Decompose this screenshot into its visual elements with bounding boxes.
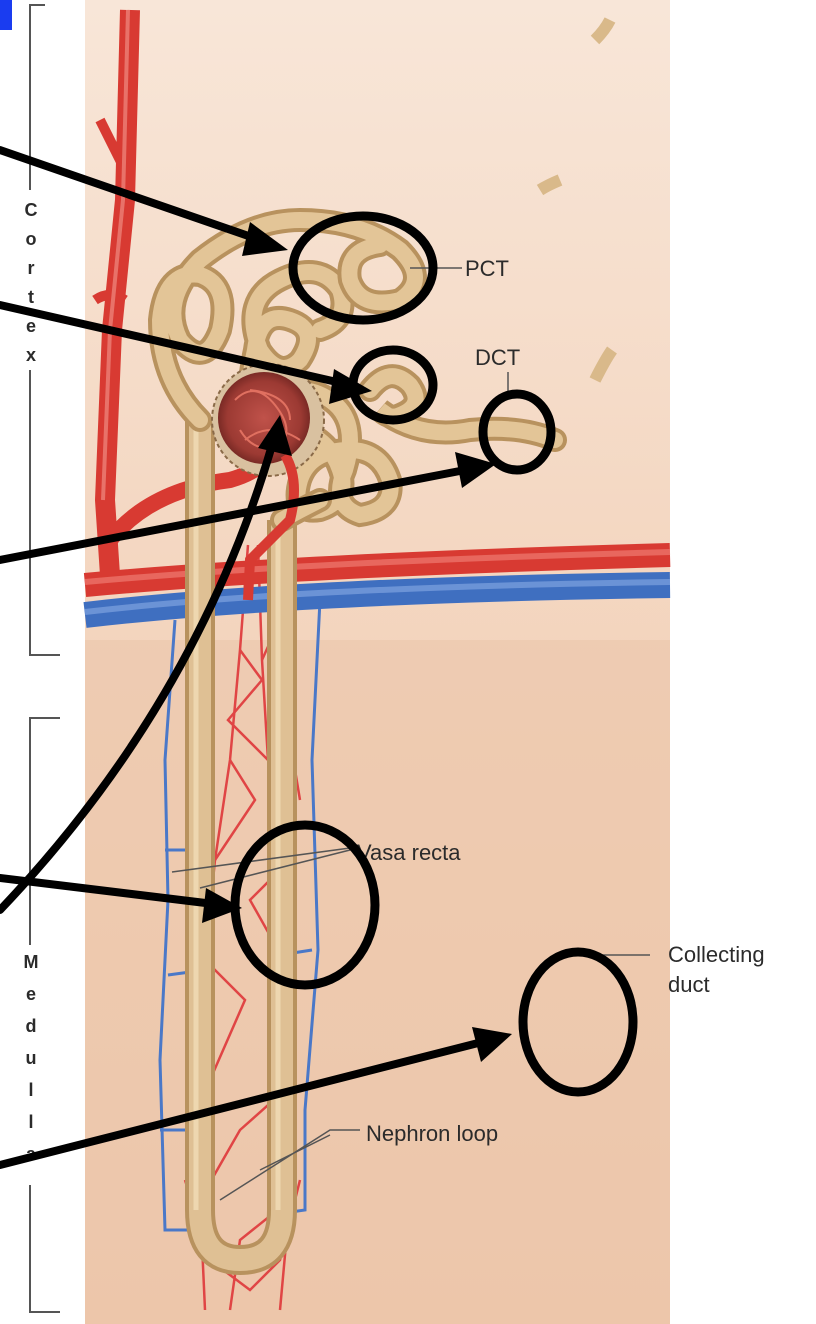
cortex-letter: C xyxy=(25,200,38,220)
medulla-label: M e d u l l a xyxy=(20,945,42,1185)
medulla-letter: d xyxy=(26,1016,37,1036)
pct-label: PCT xyxy=(465,256,509,281)
cortex-letter: x xyxy=(26,345,36,365)
medulla-letter: e xyxy=(26,984,36,1004)
dct-label: DCT xyxy=(475,345,520,370)
glomerulus xyxy=(218,372,310,464)
vasa-recta-label: Vasa recta xyxy=(357,840,461,865)
medulla-letter: M xyxy=(24,952,39,972)
cortex-label: C o r t e x xyxy=(20,190,42,370)
medulla-letter: u xyxy=(26,1048,37,1068)
cortex-letter: o xyxy=(26,229,37,249)
medulla-letter: l xyxy=(28,1080,33,1100)
cortex-letter: t xyxy=(28,287,34,307)
medulla-letter: l xyxy=(28,1112,33,1132)
cortex-letter: e xyxy=(26,316,36,336)
cortex-letter: r xyxy=(27,258,34,278)
corner-mark xyxy=(0,0,12,30)
collecting-duct-label-line1: Collecting xyxy=(668,942,765,967)
collecting-duct-label-line2: duct xyxy=(668,972,710,997)
nephron-loop-label: Nephron loop xyxy=(366,1121,498,1146)
